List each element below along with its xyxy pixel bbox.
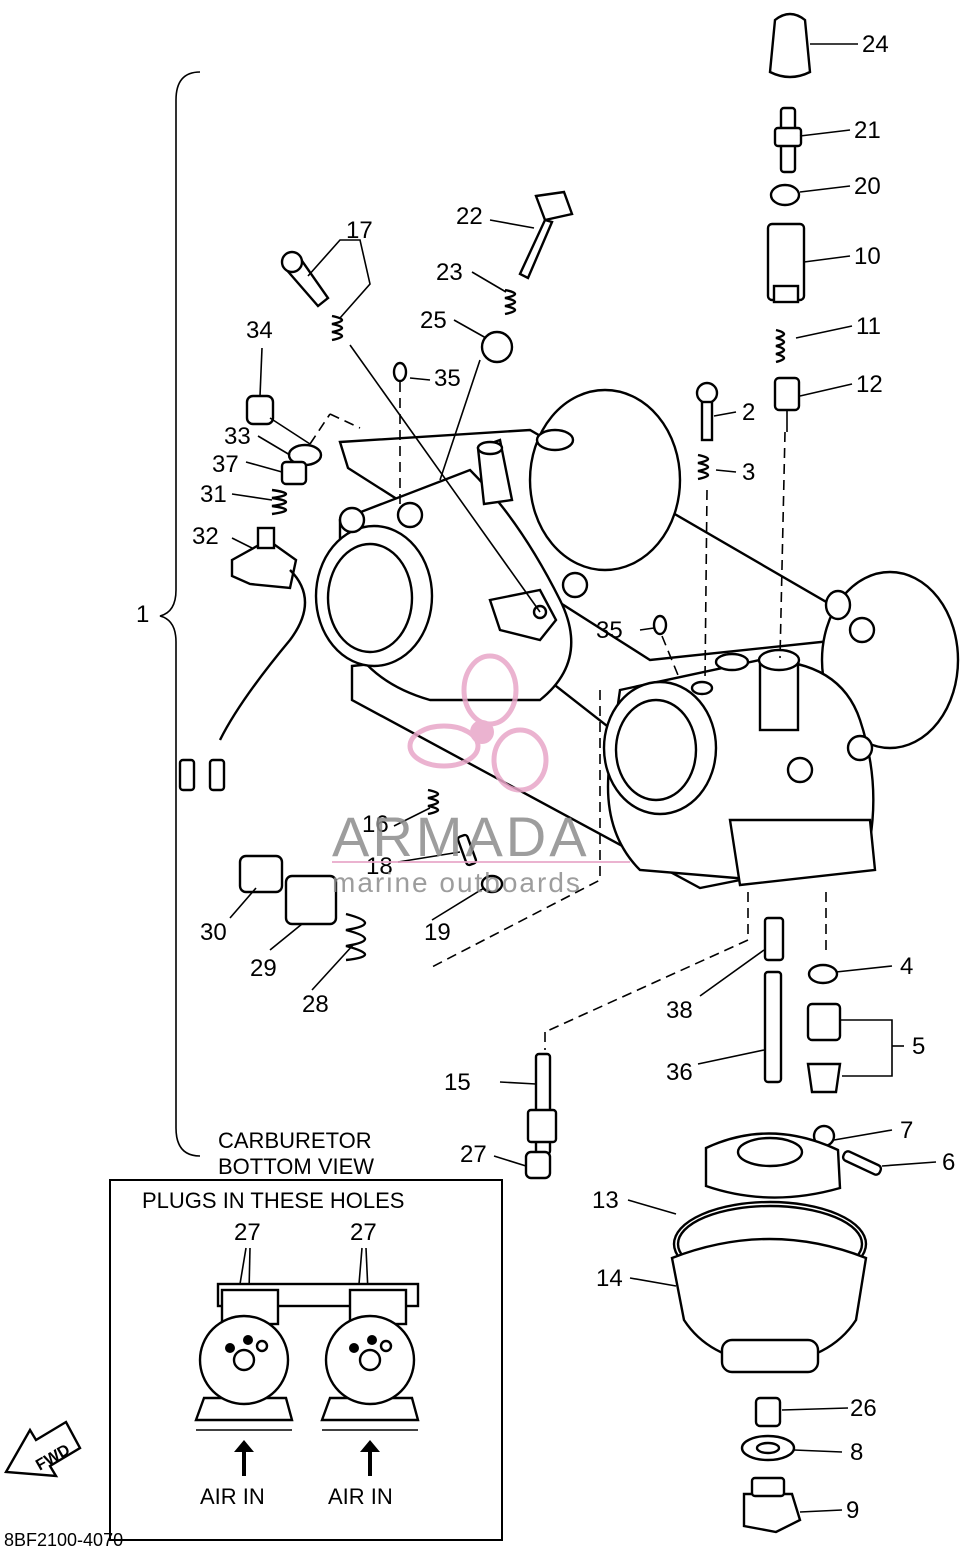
inset-title-line-1: CARBURETOR — [218, 1128, 372, 1153]
choke-plunger-stack — [766, 12, 812, 659]
armada-watermark: ARMADA marine outboards — [332, 653, 630, 898]
callout-3: 3 — [742, 459, 755, 486]
callout-20: 20 — [854, 173, 881, 200]
callout-13: 13 — [592, 1187, 619, 1214]
callout-5: 5 — [912, 1033, 925, 1060]
callout-31: 31 — [200, 481, 227, 508]
forward-arrow-icon: FWD — [4, 1420, 82, 1478]
callout-37: 37 — [212, 451, 239, 478]
air-in-arrow-right — [360, 1440, 380, 1476]
callout-4: 4 — [900, 953, 913, 980]
callout-38: 38 — [666, 997, 693, 1024]
callout-27: 27 — [460, 1141, 487, 1168]
callout-6: 6 — [942, 1149, 955, 1176]
air-in-label-right: AIR IN — [328, 1484, 393, 1509]
callout-29: 29 — [250, 955, 277, 982]
air-in-label-left: AIR IN — [200, 1484, 265, 1509]
callout-16: 16 — [362, 811, 389, 838]
figure-code: 8BF2100-4070 — [4, 1530, 123, 1550]
callout-12: 12 — [856, 371, 883, 398]
callout-24: 24 — [862, 31, 889, 58]
callout-33: 33 — [224, 423, 251, 450]
callout-30: 30 — [200, 919, 227, 946]
callout-22: 22 — [456, 203, 483, 230]
watermark-brand: ARMADA — [332, 805, 590, 868]
callout-21: 21 — [854, 117, 881, 144]
callout-25: 25 — [420, 307, 447, 334]
callout-1: 1 — [136, 601, 149, 628]
air-in-arrow-left — [234, 1440, 254, 1476]
bottom-view-inset: CARBURETOR BOTTOM VIEW PLUGS IN THESE HO… — [109, 1128, 503, 1541]
inset-frame — [109, 1179, 503, 1541]
inset-plug-label-right: 27 — [350, 1219, 377, 1246]
inset-plug-label-left: 27 — [234, 1219, 261, 1246]
callout-35-lower: 35 — [596, 617, 623, 644]
callout-19: 19 — [424, 919, 451, 946]
leader-lines — [229, 43, 937, 1513]
watermark-tagline: marine outboards — [332, 867, 582, 898]
callout-2: 2 — [742, 399, 755, 426]
callout-7: 7 — [900, 1117, 913, 1144]
inset-heading: PLUGS IN THESE HOLES — [142, 1188, 404, 1213]
lower-right-parts — [524, 892, 883, 1534]
callout-8: 8 — [850, 1439, 863, 1466]
callout-26: 26 — [850, 1395, 877, 1422]
callout-14: 14 — [596, 1265, 623, 1292]
inset-title-line-2: BOTTOM VIEW — [218, 1154, 374, 1179]
lower-left-parts — [238, 690, 601, 969]
callout-10: 10 — [854, 243, 881, 270]
callout-15: 15 — [444, 1069, 471, 1096]
callout-11: 11 — [856, 313, 881, 340]
callout-36: 36 — [666, 1059, 693, 1086]
callout-17: 17 — [346, 217, 373, 244]
left-side-parts — [178, 190, 719, 792]
assembly-bracket — [159, 71, 201, 1157]
callout-32: 32 — [192, 523, 219, 550]
callout-23: 23 — [436, 259, 463, 286]
callout-28: 28 — [302, 991, 329, 1018]
callout-34: 34 — [246, 317, 273, 344]
propeller-logo — [407, 653, 549, 793]
callout-labels: 1 2 3 4 5 6 7 8 9 10 11 12 13 14 15 16 1… — [136, 31, 955, 1524]
callout-18: 18 — [366, 853, 393, 880]
callout-35-upper: 35 — [434, 365, 461, 392]
callout-9: 9 — [846, 1497, 859, 1524]
